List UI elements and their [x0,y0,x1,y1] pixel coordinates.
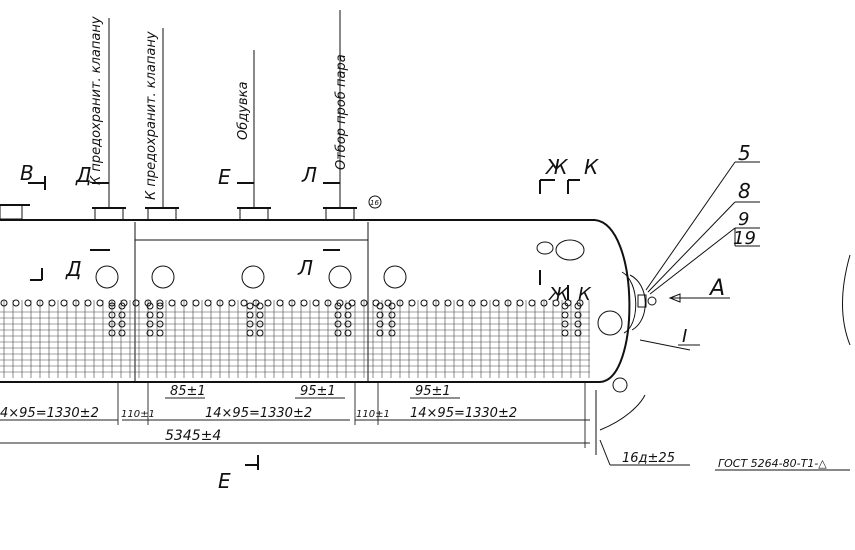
label-k-mid: К [578,284,592,305]
note-safety-valve-2: К предохранит. клапану [144,31,159,200]
section-markers [28,176,580,470]
dim-gap-2: 110±1 [356,409,390,420]
gost-weld-note: ГОСТ 5264-80-Т1-△ [718,457,827,470]
dim-95b: 95±1 [415,384,451,399]
label-d-mid: Д [65,257,82,281]
dim-gap-1: 110±1 [121,409,155,420]
balloon-16: 16 [370,199,379,207]
label-a: А [708,276,725,301]
nozzle-2 [145,207,179,221]
balloon-19: 19 [733,228,756,249]
dim-85: 85±1 [170,384,206,399]
note-steam-sampling: Отбор проб пара [334,54,349,170]
label-zh-top: Ж [544,155,569,179]
end-fittings [595,161,851,471]
label-d-top: Д [75,163,92,187]
nozzle-3 [237,190,271,221]
nozzle-1 [92,190,126,221]
dim-weld: 16д±25 [622,451,675,466]
label-i: I [682,326,687,347]
nozzle-4 [323,190,357,221]
dim-total: 5345±4 [165,428,221,444]
note-blowing: Обдувка [236,82,251,140]
balloon-8: 8 [738,179,751,203]
balloon-9: 9 [738,209,749,230]
label-e-top: Е [218,165,231,189]
dim-right-pitch: 14×95=1330±2 [410,406,517,421]
dimension-lines [0,382,590,448]
nozzles [0,190,382,221]
dim-left-pitch: 4×95=1330±2 [0,406,99,421]
dim-mid-pitch: 14×95=1330±2 [205,406,312,421]
label-e-bottom: Е [218,469,231,493]
label-l-top: Л [301,163,317,187]
tube-grid [0,299,590,378]
label-k-top: К [584,155,599,179]
inspection-holes [95,239,623,336]
nozzle-left-edge [0,204,30,220]
label-v: В [20,161,34,185]
balloon-5: 5 [738,141,751,165]
dim-95a: 95±1 [300,384,336,399]
label-zh-mid: Ж [548,284,569,305]
note-leaders [108,10,341,208]
label-l-mid: Л [297,256,313,280]
note-safety-valve-1: К предохранит. клапану [89,16,104,185]
